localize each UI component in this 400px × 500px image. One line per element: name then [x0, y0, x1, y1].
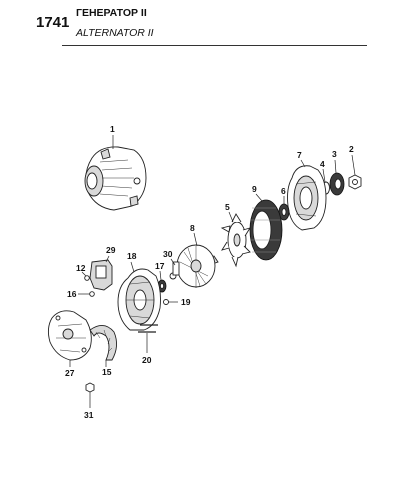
- callout-3: 3: [332, 149, 337, 159]
- callout-1: 1: [110, 124, 115, 134]
- callout-4: 4: [320, 159, 325, 169]
- part-2-nut: [348, 174, 362, 190]
- callout-16: 16: [67, 289, 77, 299]
- callout-2: 2: [349, 144, 354, 154]
- part-18-rear-housing: [117, 268, 161, 331]
- part-8-rotor: [169, 244, 219, 288]
- title-english: ALTERNATOR II: [76, 27, 154, 39]
- part-30-slip-ring: [172, 261, 180, 276]
- section-number: 1741: [36, 14, 70, 31]
- part-3-pulley: [329, 172, 345, 196]
- callout-27: 27: [65, 368, 75, 378]
- callout-18: 18: [127, 251, 137, 261]
- callout-29: 29: [106, 245, 116, 255]
- part-15-rectifier: [89, 325, 117, 361]
- callout-20: 20: [142, 355, 152, 365]
- callout-9: 9: [252, 184, 257, 194]
- callout-6: 6: [281, 186, 286, 196]
- part-29-regulator: [89, 259, 113, 291]
- part-7-drive-end-housing: [287, 165, 327, 231]
- callout-8: 8: [190, 223, 195, 233]
- callout-19: 19: [181, 297, 191, 307]
- part-12-screw: [81, 271, 90, 281]
- part-5-fan: [220, 213, 252, 268]
- part-1-alternator-assembly: [84, 146, 147, 211]
- header-rule: [62, 45, 367, 46]
- title-russian: ГЕНЕРАТОР II: [76, 7, 147, 19]
- callout-31: 31: [84, 410, 94, 420]
- callout-12: 12: [76, 263, 86, 273]
- callout-17: 17: [155, 261, 165, 271]
- part-27-rear-cover: [47, 310, 92, 361]
- callout-30: 30: [163, 249, 173, 259]
- callout-15: 15: [102, 367, 112, 377]
- callout-5: 5: [225, 202, 230, 212]
- page-header: 1741 ГЕНЕРАТОР II ALTERNATOR II: [0, 0, 400, 50]
- part-9-stator: [249, 199, 283, 261]
- part-31-screw: [85, 382, 95, 408]
- part-19-screw: [163, 299, 178, 305]
- callout-7: 7: [297, 150, 302, 160]
- part-16-screw: [78, 291, 95, 297]
- part-20-bolts: [138, 324, 158, 333]
- callout-labels: 1 2 3 4 5 6 7 8 9 12 15 16 17 18 19 20 2…: [65, 124, 354, 420]
